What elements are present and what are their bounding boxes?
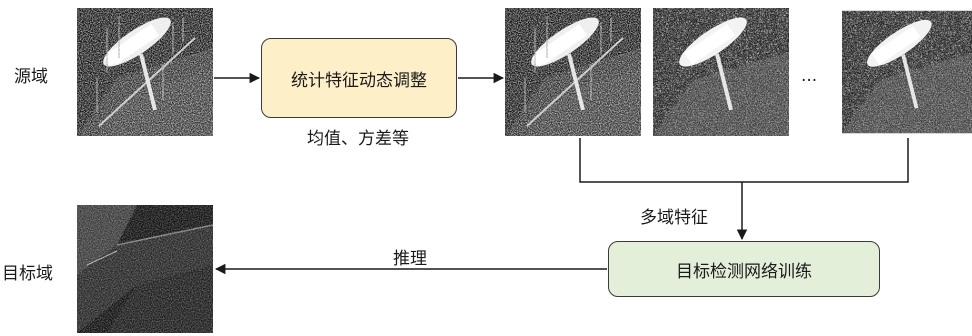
inference-label: 推理 (393, 249, 427, 269)
stat-adjust-box: 统计特征动态调整 (261, 38, 457, 118)
multi-domain-features-label: 多域特征 (640, 208, 708, 228)
target-domain-label: 目标域 (2, 264, 53, 284)
stat-adjust-label: 统计特征动态调整 (291, 70, 427, 91)
ellipsis-label: ... (801, 66, 818, 86)
detector-training-label: 目标检测网络训练 (676, 261, 812, 282)
source-domain-label: 源域 (14, 67, 48, 87)
mean-variance-label: 均值、方差等 (307, 129, 409, 149)
detector-training-box: 目标检测网络训练 (608, 241, 880, 297)
merge-line (579, 138, 909, 183)
